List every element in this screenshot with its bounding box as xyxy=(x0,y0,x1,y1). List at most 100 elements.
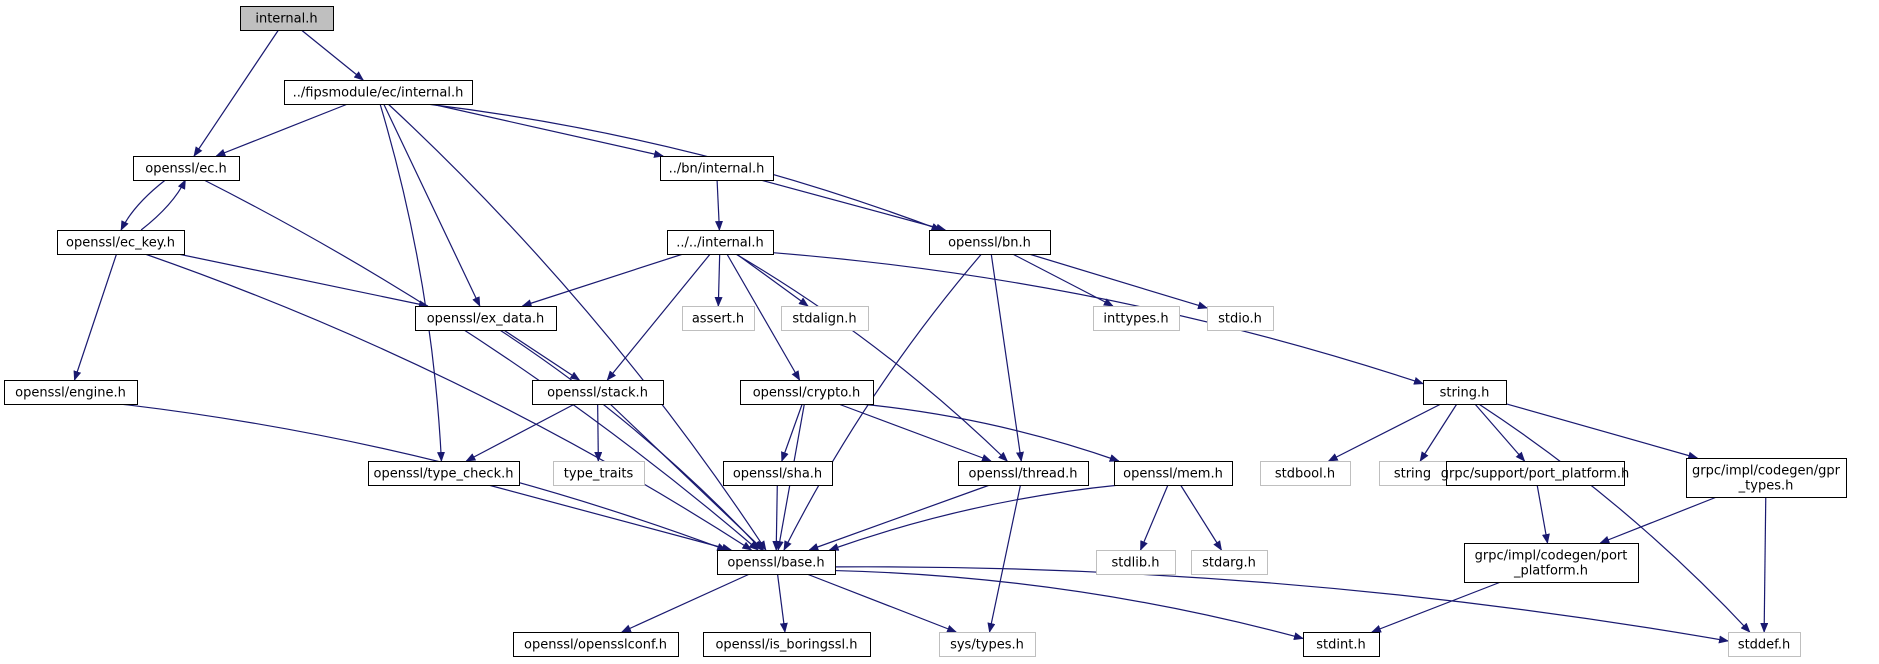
node-isboringssl[interactable]: openssl/is_boringssl.h xyxy=(703,632,871,657)
node-label: stdbool.h xyxy=(1275,467,1335,482)
edge-mem-to-stdlib xyxy=(1140,484,1169,551)
edge-crypto-to-thread xyxy=(838,403,992,462)
node-label: ../fipsmodule/ec/internal.h xyxy=(293,86,464,101)
node-bninternal[interactable]: ../bn/internal.h xyxy=(660,156,774,181)
node-label: string.h xyxy=(1440,386,1490,401)
node-box xyxy=(717,550,836,575)
edge-stringh-to-stdbool xyxy=(1327,403,1442,462)
node-box xyxy=(4,380,138,405)
node-bn[interactable]: openssl/bn.h xyxy=(929,230,1051,255)
node-label: _platform.h xyxy=(1513,564,1588,579)
node-stack[interactable]: openssl/stack.h xyxy=(532,380,664,405)
node-label: _types.h xyxy=(1738,479,1794,494)
node-box xyxy=(740,380,874,405)
node-typetraits: type_traits xyxy=(553,461,645,486)
node-label: assert.h xyxy=(692,312,744,327)
edge-base-to-opensslconf xyxy=(621,573,750,633)
node-label: grpc/impl/codegen/gpr xyxy=(1692,464,1841,479)
node-crypto[interactable]: openssl/crypto.h xyxy=(740,380,874,405)
edge-bn-to-thread xyxy=(990,253,1024,462)
node-box xyxy=(240,6,334,31)
node-exdata[interactable]: openssl/ex_data.h xyxy=(415,306,557,331)
edge-stack-to-typetraits xyxy=(594,403,603,462)
node-mem[interactable]: openssl/mem.h xyxy=(1114,461,1233,486)
edge-exdata-to-base xyxy=(499,329,763,551)
edge-mem-to-base xyxy=(828,484,1120,551)
node-label: internal.h xyxy=(255,12,317,27)
edge-ec-to-eckey xyxy=(120,179,166,231)
node-stdarg: stdarg.h xyxy=(1191,550,1268,575)
node-ec[interactable]: openssl/ec.h xyxy=(133,156,240,181)
node-fipsec[interactable]: ../fipsmodule/ec/internal.h xyxy=(284,80,473,105)
edge-bninternal-to-upinternal xyxy=(715,179,724,231)
node-box xyxy=(1207,306,1274,331)
node-box xyxy=(781,306,869,331)
node-box xyxy=(723,461,833,486)
node-systypes: sys/types.h xyxy=(939,632,1036,657)
node-label: ../../internal.h xyxy=(676,236,764,251)
node-box xyxy=(929,230,1051,255)
node-box xyxy=(1093,306,1180,331)
node-label: openssl/sha.h xyxy=(733,467,822,482)
node-box xyxy=(1464,543,1639,583)
edge-stringh-to-gprtypes xyxy=(1505,403,1699,460)
node-label: openssl/opensslconf.h xyxy=(524,638,667,653)
edge-upinternal-to-exdata xyxy=(521,253,684,308)
node-sha[interactable]: openssl/sha.h xyxy=(723,461,833,486)
node-codegenport[interactable]: grpc/impl/codegen/port_platform.h xyxy=(1464,543,1639,583)
edge-stringh-to-string xyxy=(1419,403,1458,462)
node-box xyxy=(1114,461,1233,486)
node-upinternal[interactable]: ../../internal.h xyxy=(667,230,774,255)
node-eckey[interactable]: openssl/ec_key.h xyxy=(57,230,185,255)
node-portplatform[interactable]: grpc/support/port_platform.h xyxy=(1441,461,1629,486)
node-stddef: stddef.h xyxy=(1728,632,1801,657)
node-stringh[interactable]: string.h xyxy=(1423,380,1507,405)
edge-upinternal-to-crypto xyxy=(726,253,801,381)
node-box xyxy=(939,632,1036,657)
node-box xyxy=(703,632,871,657)
node-box xyxy=(368,461,520,486)
edge-portplatform-to-codegenport xyxy=(1536,484,1550,544)
node-stdint[interactable]: stdint.h xyxy=(1303,632,1380,657)
edge-upinternal-to-stdalign xyxy=(736,253,809,307)
node-box xyxy=(958,461,1089,486)
edge-stack-to-base xyxy=(609,403,765,551)
edge-mem-to-stdarg xyxy=(1180,484,1222,551)
node-label: openssl/mem.h xyxy=(1123,467,1223,482)
node-box xyxy=(1191,550,1268,575)
node-label: openssl/thread.h xyxy=(969,467,1078,482)
node-label: openssl/stack.h xyxy=(547,386,648,401)
node-label: grpc/support/port_platform.h xyxy=(1441,467,1629,482)
node-box xyxy=(532,380,664,405)
edge-stack-to-typecheck xyxy=(465,403,575,462)
node-label: inttypes.h xyxy=(1103,312,1168,327)
node-label: stdalign.h xyxy=(792,312,856,327)
edge-eckey-to-base xyxy=(144,253,753,551)
edge-upinternal-to-stack xyxy=(606,253,711,381)
edge-stringh-to-portplatform xyxy=(1474,403,1526,462)
node-box xyxy=(513,632,679,657)
node-typecheck[interactable]: openssl/type_check.h xyxy=(368,461,520,486)
node-box xyxy=(284,80,473,105)
node-label: string xyxy=(1394,467,1431,482)
edge-fipsec-to-bninternal xyxy=(431,103,665,158)
node-gprtypes[interactable]: grpc/impl/codegen/gpr_types.h xyxy=(1686,458,1847,498)
edge-base-to-stddef xyxy=(834,566,1729,644)
edge-crypto-to-sha xyxy=(781,403,803,462)
node-thread[interactable]: openssl/thread.h xyxy=(958,461,1089,486)
edge-crypto-to-mem xyxy=(860,403,1120,462)
edge-eckey-to-engine xyxy=(73,253,118,381)
node-label: grpc/impl/codegen/port xyxy=(1475,549,1628,564)
edge-codegenport-to-stdint xyxy=(1370,581,1501,633)
node-opensslconf[interactable]: openssl/opensslconf.h xyxy=(513,632,679,657)
edge-stringh-to-stddef xyxy=(1478,403,1751,633)
edge-base-to-isboringssl xyxy=(776,573,788,633)
node-box xyxy=(1260,461,1351,486)
node-box xyxy=(553,461,645,486)
edge-bn-to-inttypes xyxy=(1012,253,1114,307)
node-root: internal.h xyxy=(240,6,334,31)
node-base[interactable]: openssl/base.h xyxy=(717,550,836,575)
edge-upinternal-to-thread xyxy=(735,253,1008,462)
node-engine[interactable]: openssl/engine.h xyxy=(4,380,138,405)
edge-bninternal-to-bn xyxy=(760,179,947,232)
